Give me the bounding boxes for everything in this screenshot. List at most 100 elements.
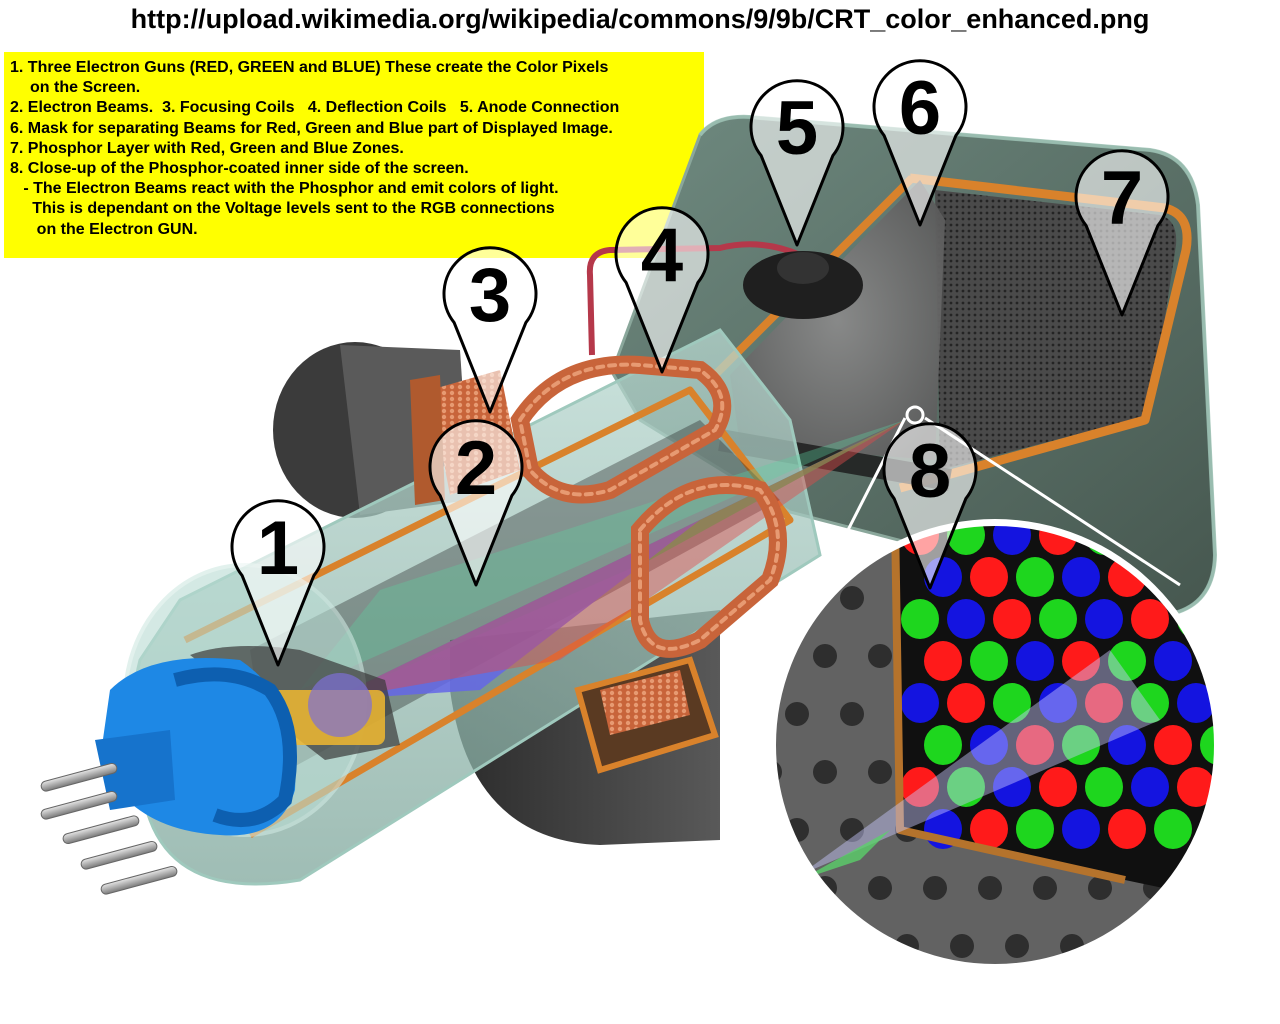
mask-hole: [1033, 876, 1057, 900]
mask-hole: [923, 876, 947, 900]
phosphor-dot: [947, 767, 985, 807]
gun-pins: [40, 762, 178, 895]
marker-1: 1: [230, 499, 326, 667]
legend-line: on the Electron GUN.: [10, 220, 198, 238]
phosphor-dot: [1108, 725, 1146, 765]
marker-label: 3: [469, 253, 511, 338]
mask-hole: [785, 934, 809, 958]
marker-label: 6: [899, 66, 941, 151]
mask-hole: [840, 586, 864, 610]
mask-hole: [813, 644, 837, 668]
phosphor-dot: [1177, 767, 1215, 807]
mask-hole: [978, 876, 1002, 900]
marker-pin: [614, 206, 710, 374]
phosphor-dot: [1154, 725, 1192, 765]
mask-hole: [1005, 934, 1029, 958]
marker-pin: [1074, 149, 1170, 317]
mask-hole: [1225, 934, 1249, 958]
mask-hole: [1225, 818, 1249, 842]
marker-pin: [230, 499, 326, 667]
marker-label: 4: [641, 213, 683, 298]
phosphor-dot: [1039, 599, 1077, 639]
phosphor-dot: [970, 809, 1008, 849]
mask-hole: [950, 934, 974, 958]
phosphor-dot: [1085, 767, 1123, 807]
legend-line: This is dependant on the Voltage levels …: [10, 200, 555, 218]
phosphor-dot: [901, 683, 939, 723]
phosphor-dot: [901, 599, 939, 639]
marker-pin: [428, 419, 524, 587]
legend-line: 6. Mask for separating Beams for Red, Gr…: [10, 119, 613, 137]
phosphor-dot: [970, 557, 1008, 597]
marker-2: 2: [428, 419, 524, 587]
phosphor-dot: [947, 683, 985, 723]
mask-hole: [1088, 876, 1112, 900]
phosphor-dot: [1062, 557, 1100, 597]
phosphor-dot: [1062, 809, 1100, 849]
phosphor-dot: [1039, 767, 1077, 807]
phosphor-dot: [1131, 683, 1169, 723]
anode-connection: [586, 241, 863, 356]
marker-pin: [442, 246, 538, 414]
mask-hole: [1225, 702, 1249, 726]
mask-hole: [1170, 934, 1194, 958]
phosphor-dot: [1108, 809, 1146, 849]
phosphor-dot: [1062, 641, 1100, 681]
mask-hole: [1225, 586, 1249, 610]
mask-hole: [868, 876, 892, 900]
phosphor-dot: [1154, 809, 1192, 849]
phosphor-dot: [1039, 683, 1077, 723]
marker-5: 5: [749, 79, 845, 247]
marker-label: 7: [1101, 156, 1143, 241]
phosphor-dot: [993, 767, 1031, 807]
mask-hole: [840, 934, 864, 958]
mask-hole: [868, 644, 892, 668]
mask-hole: [1198, 876, 1217, 900]
mask-hole: [813, 760, 837, 784]
marker-label: 8: [909, 429, 951, 514]
marker-6: 6: [872, 59, 968, 227]
phosphor-dot: [924, 725, 962, 765]
deflection-coils: [510, 355, 787, 774]
phosphor-dot: [1085, 683, 1123, 723]
phosphor-dot: [1085, 599, 1123, 639]
phosphor-dot: [1131, 767, 1169, 807]
phosphor-dot: [1062, 725, 1100, 765]
marker-pin: [749, 79, 845, 247]
mask-hole: [785, 702, 809, 726]
marker-label: 1: [257, 506, 299, 591]
phosphor-dot: [993, 599, 1031, 639]
mask-hole: [868, 760, 892, 784]
mask-hole: [840, 818, 864, 842]
mask-hole: [840, 702, 864, 726]
phosphor-dot: [970, 725, 1008, 765]
phosphor-dot: [901, 767, 939, 807]
marker-3: 3: [442, 246, 538, 414]
legend-line: 1. Three Electron Guns (RED, GREEN and B…: [10, 59, 609, 76]
phosphor-dot: [1200, 725, 1217, 765]
marker-8: 8: [882, 422, 978, 590]
phosphor-dot: [1016, 725, 1054, 765]
legend-box: 1. Three Electron Guns (RED, GREEN and B…: [4, 52, 704, 258]
mask-hole: [773, 644, 782, 668]
mask-hole: [785, 586, 809, 610]
phosphor-dot: [1177, 683, 1215, 723]
mask-hole: [1115, 934, 1139, 958]
source-url: http://upload.wikimedia.org/wikipedia/co…: [130, 4, 1150, 34]
phosphor-dot: [970, 641, 1008, 681]
marker-label: 5: [776, 86, 818, 171]
marker-7: 7: [1074, 149, 1170, 317]
phosphor-dot: [1154, 641, 1192, 681]
phosphor-dot: [1108, 641, 1146, 681]
legend-line: on the Screen.: [30, 79, 141, 97]
phosphor-dot: [1016, 557, 1054, 597]
marker-4: 4: [614, 206, 710, 374]
phosphor-closeup: [769, 405, 1249, 971]
electron-gun: [95, 563, 400, 837]
legend-line: - The Electron Beams react with the Phos…: [10, 180, 559, 198]
phosphor-dot: [924, 641, 962, 681]
phosphor-dot: [947, 599, 985, 639]
mask-hole: [773, 876, 782, 900]
